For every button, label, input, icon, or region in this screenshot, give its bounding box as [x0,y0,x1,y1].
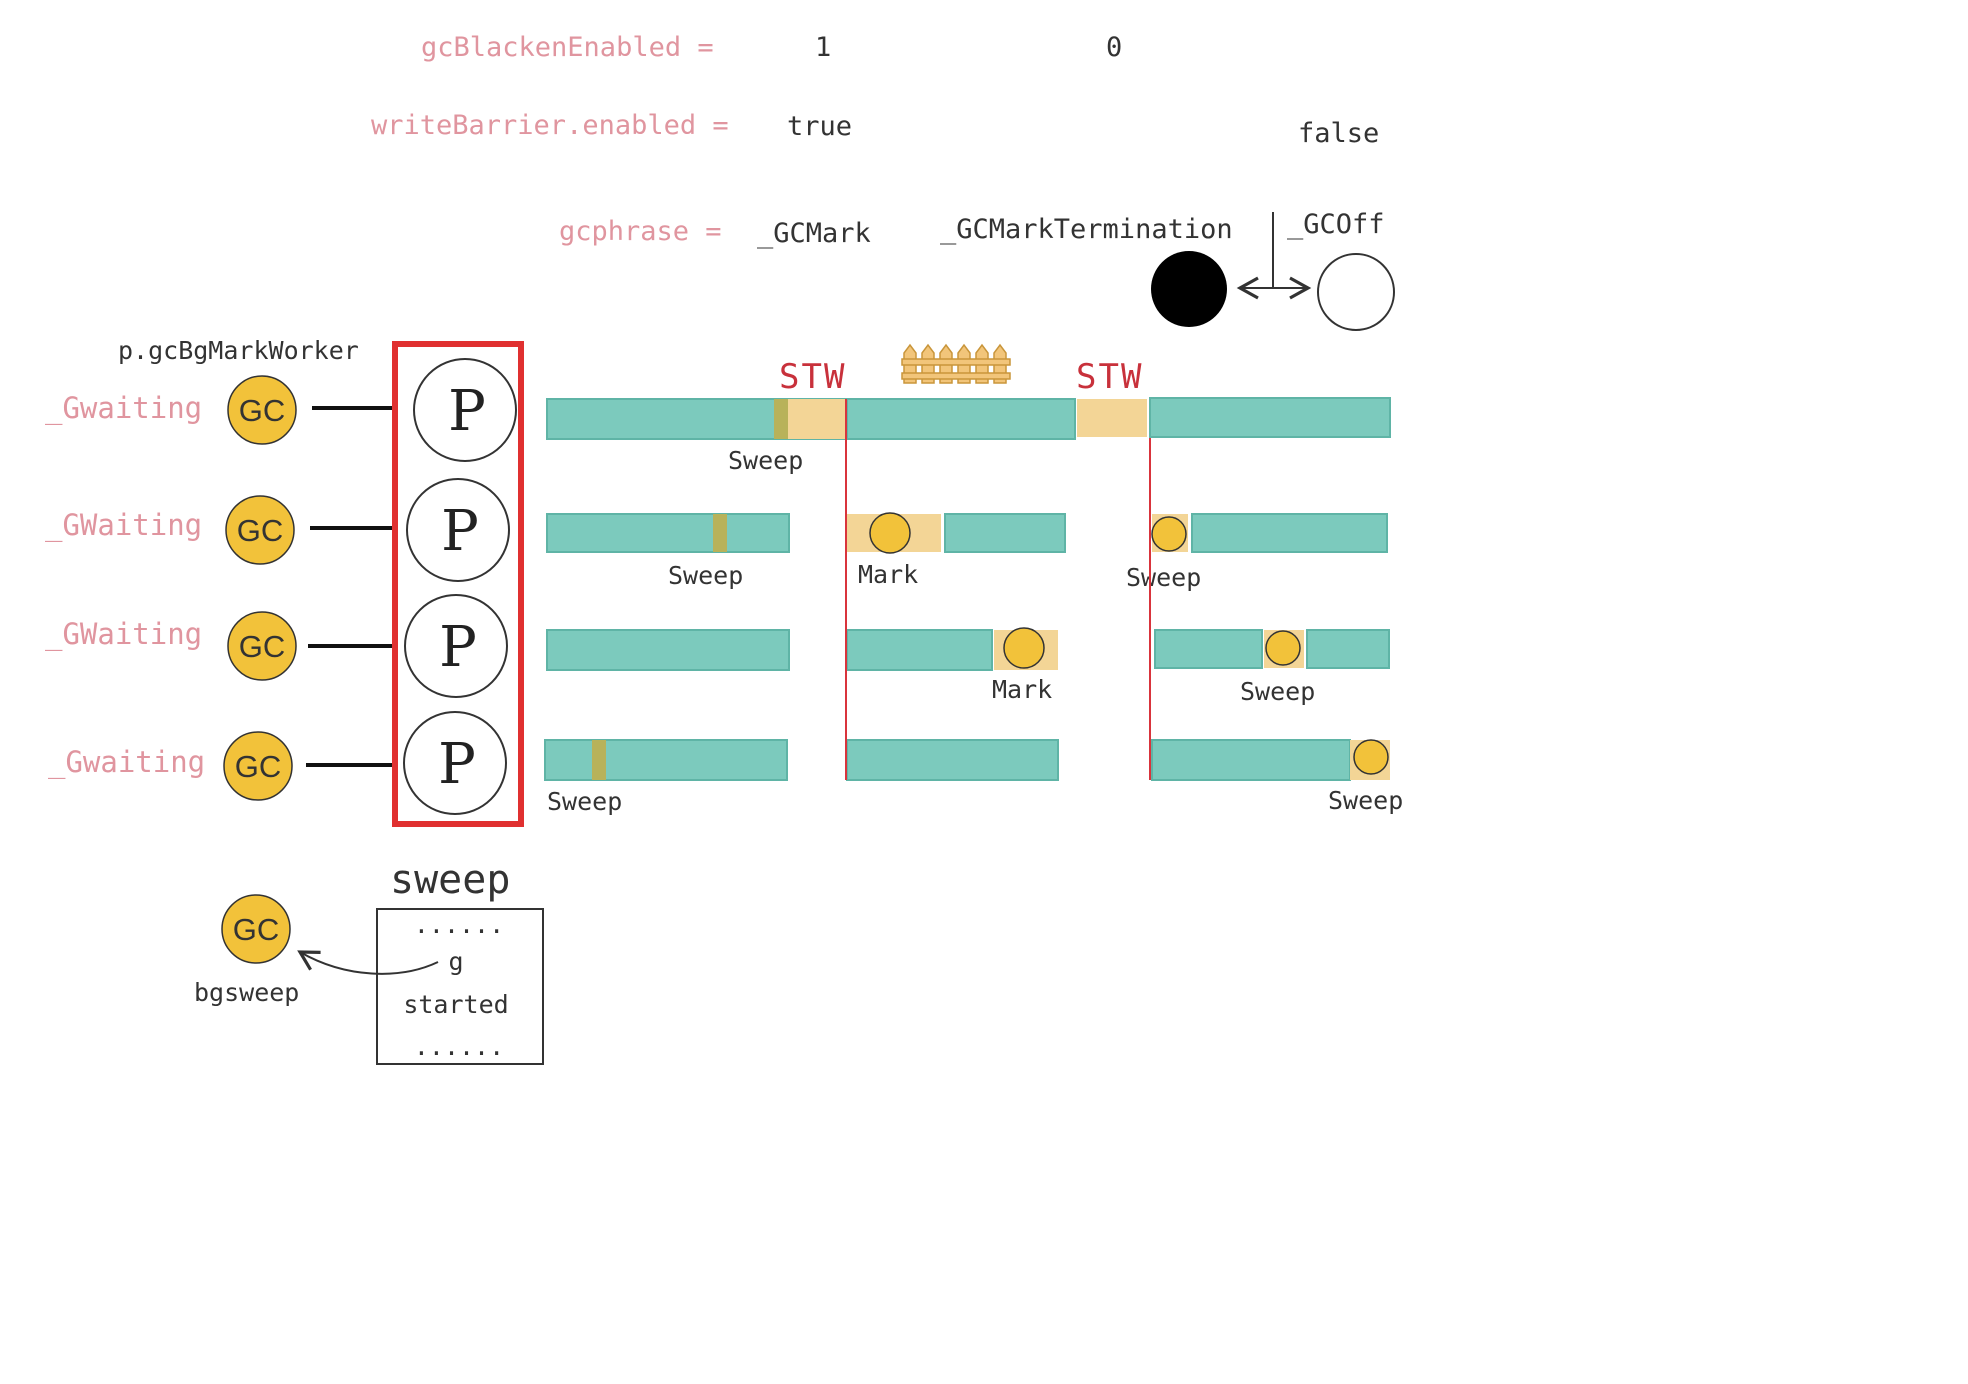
gc-badge-label: GC [239,629,286,664]
sweep-box-title: sweep [390,857,510,903]
processor-circle [403,711,507,815]
gc-badge-icon [227,375,297,445]
processor-group-box [392,341,524,827]
goroutine-row-2: _GWaiting GC P [45,478,510,582]
processor-circle [404,594,508,698]
write-barrier-value-2: false [1298,118,1379,149]
track-segment [846,398,1076,440]
track-label: Sweep [1240,677,1315,706]
goroutine-state: _Gwaiting [48,745,205,780]
stw-label-1: STW [779,357,846,397]
sweep-marker [713,514,727,552]
stw-label-2: STW [1076,357,1143,397]
track-segment [846,629,993,671]
gc-phase-diagram: gcBlackenEnabled = 1 0 writeBarrier.enab… [45,32,1403,1065]
gc-worker-dot [869,512,911,554]
write-barrier-value-1: true [787,111,852,142]
white-circle-icon [1317,253,1395,331]
goroutine-row-4: _Gwaiting GC P [48,711,507,815]
sweep-box-dots-bottom: ...... [414,1032,504,1061]
track-segment [546,629,790,671]
timeline-track-1: Sweep [546,397,1391,475]
track-label: Sweep [1328,786,1403,815]
gc-blacken-value-1: 1 [815,32,831,63]
track-label: Sweep [668,561,743,590]
track-segment [544,739,788,781]
gc-badge-icon [227,611,297,681]
write-barrier-label: writeBarrier.enabled = [371,110,729,141]
goroutine-row-1: _Gwaiting GC P [45,358,517,462]
track-segment [1154,629,1263,669]
gc-blacken-value-2: 0 [1106,32,1122,63]
track-segment [944,513,1066,553]
gc-badge-icon [225,495,295,565]
goroutine-state: _GWaiting [45,508,202,543]
sweep-box-dots-top: ...... [414,910,504,939]
processor-circle [406,478,510,582]
track-label: Sweep [728,446,803,475]
gc-blacken-label: gcBlackenEnabled = [421,32,714,63]
bgsweep-arrow [297,950,439,975]
track-segment [1191,513,1388,553]
fence-icon [901,343,1011,384]
gcphase-label: gcphrase = [559,216,722,247]
gc-worker-dot [1003,627,1045,669]
sweep-marker [592,740,606,780]
track-segment [846,739,1059,781]
track-segment [1151,739,1351,781]
gc-worker-dot [1265,630,1301,666]
track-segment [1306,629,1390,669]
stw-block [788,399,845,439]
gcphase-mark: _GCMark [757,218,871,249]
track-segment [1149,397,1391,438]
stw-block [1077,399,1147,437]
track-label: Mark [992,675,1052,704]
timeline-track-3: Mark Sweep [546,627,1390,706]
gcphase-termination: _GCMarkTermination [940,214,1233,245]
worker-label: p.gcBgMarkWorker [118,336,359,365]
track-label: Sweep [547,787,622,816]
processor-circle [413,358,517,462]
bgsweep-gc-badge-icon [221,894,291,964]
black-circle-icon [1151,251,1227,327]
gcphase-off: _GCOff [1287,209,1385,240]
track-label: Sweep [1126,563,1201,592]
processor-label: P [439,615,477,680]
timeline-track-2: Sweep Mark Sweep [546,512,1388,592]
gc-worker-dot [1151,516,1187,552]
processor-label: P [438,732,476,797]
goroutine-state: _Gwaiting [45,391,202,426]
gc-badge-label: GC [239,393,286,428]
gc-badge-label: GC [235,749,282,784]
gc-badge-icon [223,731,293,801]
timeline-track-4: Sweep Sweep [544,739,1403,816]
sweep-box [376,908,544,1065]
gc-worker-dot [1353,739,1389,775]
bgsweep-label: bgsweep [194,978,299,1007]
sweep-box-g: g [448,947,463,976]
track-label: Mark [858,560,918,589]
processor-label: P [448,379,486,444]
processor-label: P [441,499,479,564]
goroutine-row-3: _GWaiting GC P [45,594,508,698]
goroutine-state: _GWaiting [45,617,202,652]
track-segment [546,513,790,553]
sweep-box-started: started [403,990,508,1019]
sweep-marker [774,399,788,439]
gc-badge-label: GC [237,513,284,548]
bgsweep-gc-badge-label: GC [233,912,280,947]
